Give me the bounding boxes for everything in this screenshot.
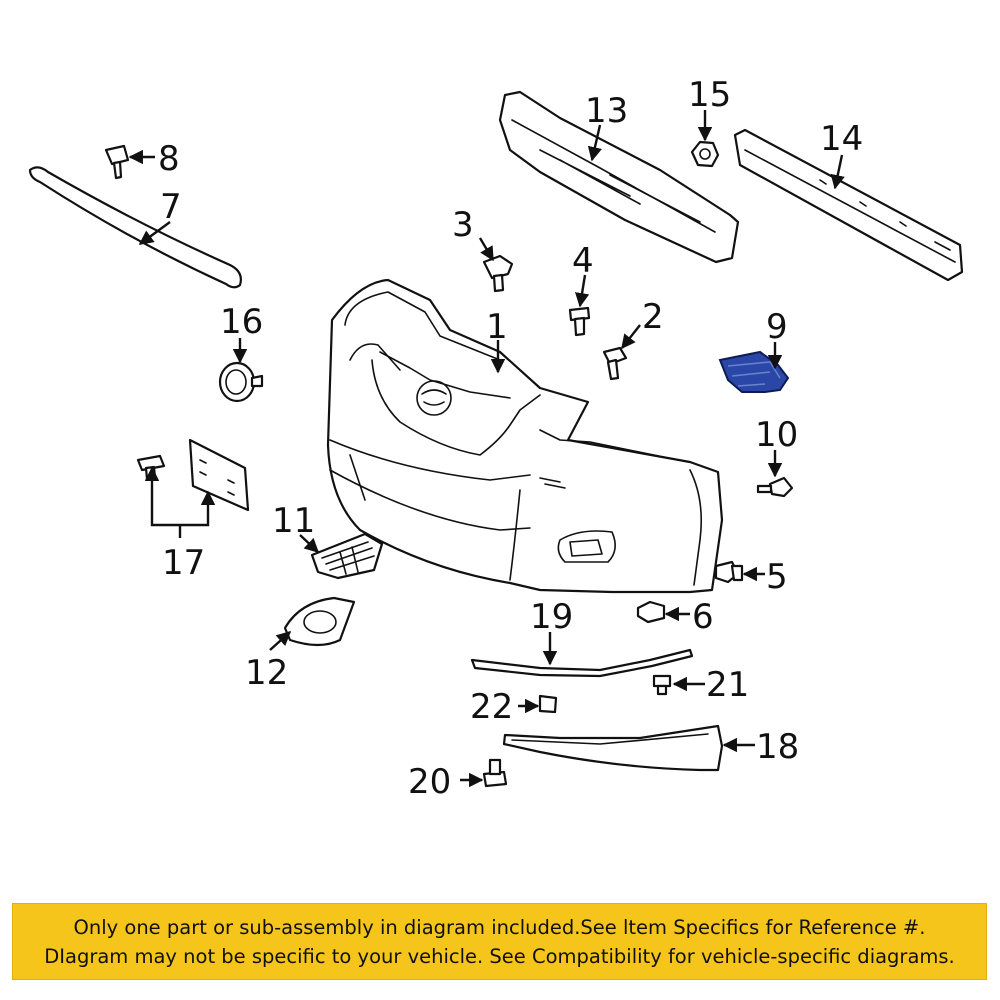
callout-13: 13 — [585, 91, 628, 131]
fog-lamp-bezel-part — [283, 596, 356, 647]
bumper-bracket-part-highlighted — [718, 350, 790, 393]
callout-16: 16 — [220, 302, 263, 342]
callout-11: 11 — [272, 501, 315, 541]
disclaimer-banner: Only one part or sub-assembly in diagram… — [12, 903, 987, 980]
bumper-cover-part — [326, 278, 724, 594]
leader-lines — [128, 110, 845, 788]
clip-22-part — [538, 694, 558, 714]
bolt-4-part — [568, 306, 591, 337]
callout-10: 10 — [755, 415, 798, 455]
callout-22: 22 — [470, 687, 513, 727]
nut-6-part — [636, 600, 666, 624]
lower-grille-part — [310, 532, 384, 580]
callout-6: 6 — [692, 597, 714, 637]
callout-17: 17 — [162, 543, 205, 583]
callout-12: 12 — [245, 653, 288, 693]
seal-strip-part — [28, 166, 242, 289]
callout-14: 14 — [820, 119, 863, 159]
license-bracket-part — [136, 438, 250, 512]
callout-7: 7 — [160, 187, 182, 227]
callout-8: 8 — [158, 139, 180, 179]
callout-9: 9 — [766, 307, 788, 347]
reinforcement-bar-part — [733, 128, 964, 282]
screw-10-part — [756, 476, 794, 498]
callout-18: 18 — [756, 727, 799, 767]
disclaimer-line-1: Only one part or sub-assembly in diagram… — [73, 915, 926, 939]
callout-1: 1 — [486, 307, 508, 347]
callout-5: 5 — [766, 557, 788, 597]
clip-8-part — [104, 144, 130, 180]
clip-5-part — [714, 560, 744, 584]
clip-21-part — [652, 674, 672, 696]
energy-absorber-part — [498, 90, 740, 264]
callout-19: 19 — [530, 597, 573, 637]
callout-4: 4 — [572, 241, 594, 281]
emblem-part — [218, 361, 264, 403]
nut-15-part — [690, 140, 720, 168]
callout-3: 3 — [452, 205, 474, 245]
callout-15: 15 — [688, 75, 731, 115]
disclaimer-line-2: DIagram may not be specific to your vehi… — [44, 944, 955, 968]
bolt-2-part — [602, 346, 628, 381]
callout-20: 20 — [408, 762, 451, 802]
callout-2: 2 — [642, 297, 664, 337]
molding-strip-part — [470, 648, 694, 678]
lower-spoiler-part — [502, 724, 724, 772]
callout-labels: 1 2 3 4 5 6 7 8 9 10 11 12 13 14 15 16 1… — [158, 75, 863, 802]
bolt-20-part — [482, 758, 508, 788]
bolt-3-part — [482, 254, 514, 293]
callout-21: 21 — [706, 665, 749, 705]
